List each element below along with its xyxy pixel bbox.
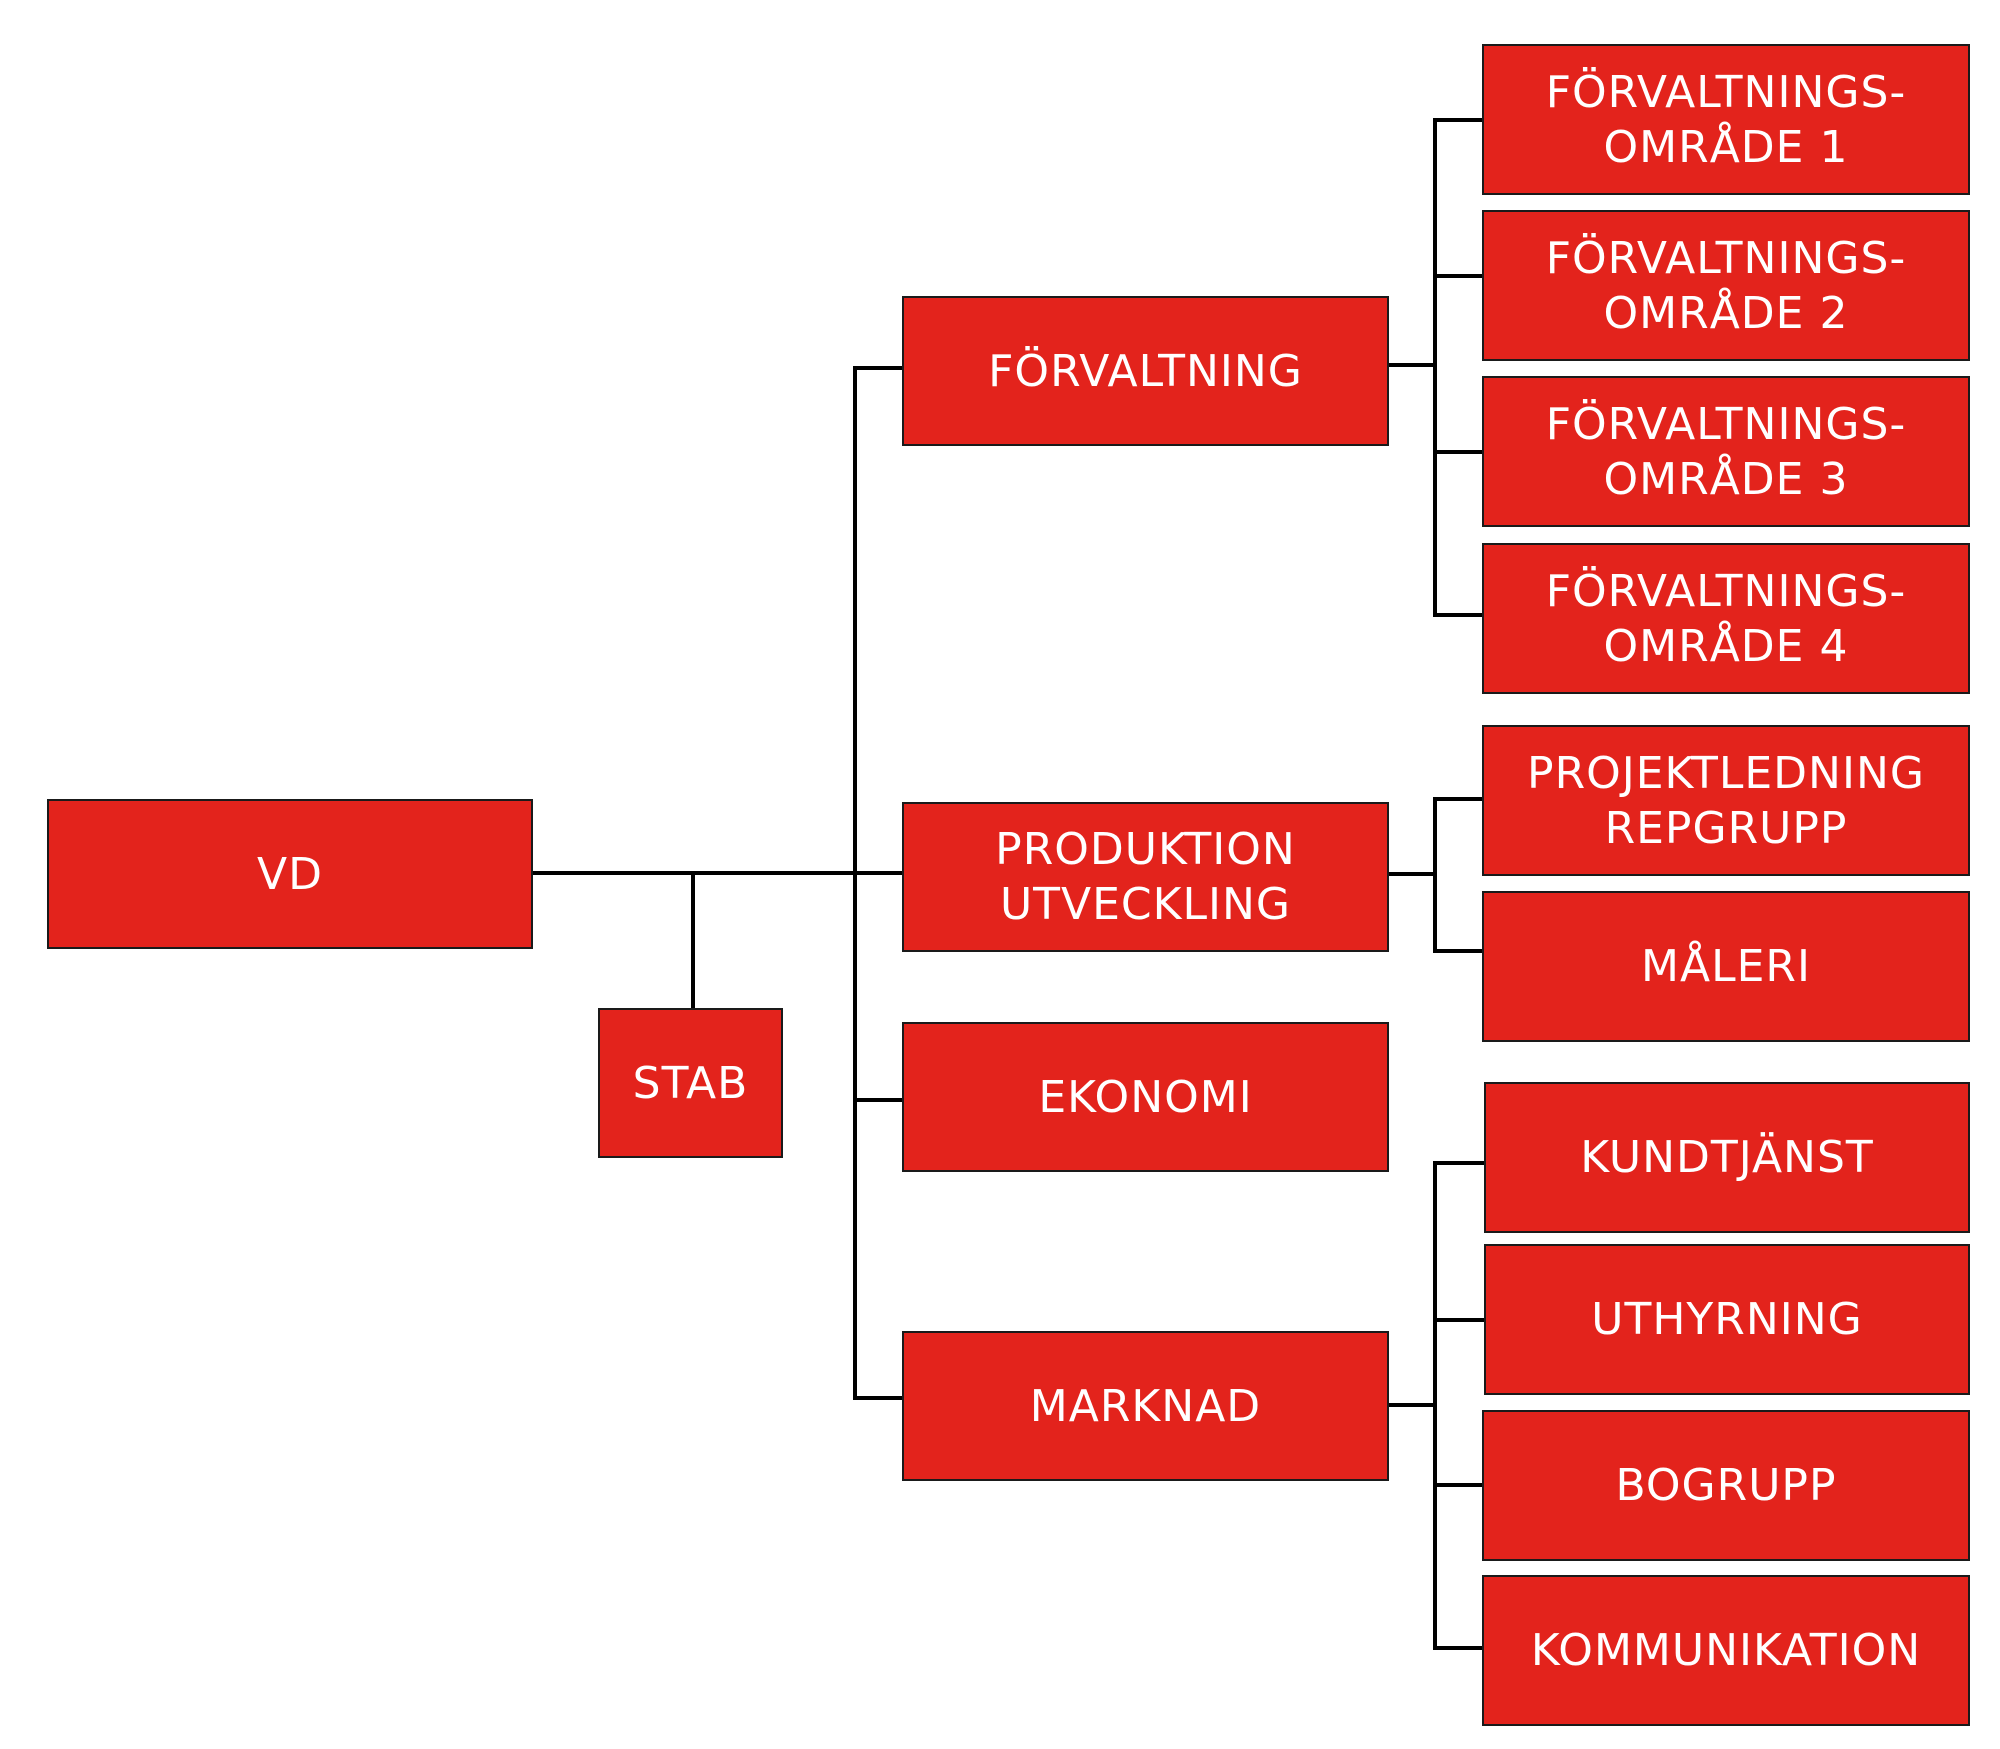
box-marknad: MARKNAD: [902, 1331, 1389, 1481]
box-forvaltningsomrade-1: FÖRVALTNINGS- OMRÅDE 1: [1482, 44, 1970, 195]
box-projektledning-repgrupp: PROJEKTLEDNING REPGRUPP: [1482, 725, 1970, 876]
box-kommunikation: KOMMUNIKATION: [1482, 1575, 1970, 1726]
box-label-forvaltning: FÖRVALTNING: [988, 345, 1303, 397]
box-label-produktion-utveckling: PRODUKTION UTVECKLING: [995, 824, 1296, 930]
box-vd: VD: [47, 799, 533, 949]
box-label-projektledning-repgrupp: PROJEKTLEDNING REPGRUPP: [1527, 747, 1925, 854]
box-uthyrning: UTHYRNING: [1484, 1244, 1970, 1395]
box-label-kommunikation: KOMMUNIKATION: [1530, 1625, 1922, 1676]
box-label-kundtjanst: KUNDTJÄNST: [1580, 1132, 1874, 1183]
box-stab: STAB: [598, 1008, 783, 1158]
box-label-stab: STAB: [632, 1057, 749, 1109]
box-forvaltningsomrade-3: FÖRVALTNINGS- OMRÅDE 3: [1482, 376, 1970, 527]
box-label-ekonomi: EKONOMI: [1038, 1071, 1253, 1123]
box-label-forvaltningsomrade-2: FÖRVALTNINGS- OMRÅDE 2: [1545, 232, 1907, 339]
box-label-forvaltningsomrade-4: FÖRVALTNINGS- OMRÅDE 4: [1545, 565, 1907, 672]
box-forvaltning: FÖRVALTNING: [902, 296, 1389, 446]
box-label-bogrupp: BOGRUPP: [1615, 1460, 1837, 1511]
box-label-forvaltningsomrade-3: FÖRVALTNINGS- OMRÅDE 3: [1545, 398, 1907, 505]
box-label-uthyrning: UTHYRNING: [1591, 1294, 1863, 1345]
box-ekonomi: EKONOMI: [902, 1022, 1389, 1172]
box-forvaltningsomrade-2: FÖRVALTNINGS- OMRÅDE 2: [1482, 210, 1970, 361]
box-bogrupp: BOGRUPP: [1482, 1410, 1970, 1561]
box-kundtjanst: KUNDTJÄNST: [1484, 1082, 1970, 1233]
box-maleri: MÅLERI: [1482, 891, 1970, 1042]
box-forvaltningsomrade-4: FÖRVALTNINGS- OMRÅDE 4: [1482, 543, 1970, 694]
box-label-forvaltningsomrade-1: FÖRVALTNINGS- OMRÅDE 1: [1545, 66, 1907, 173]
box-label-marknad: MARKNAD: [1029, 1380, 1262, 1432]
box-produktion-utveckling: PRODUKTION UTVECKLING: [902, 802, 1389, 952]
box-label-vd: VD: [257, 848, 323, 900]
box-label-maleri: MÅLERI: [1641, 941, 1811, 992]
